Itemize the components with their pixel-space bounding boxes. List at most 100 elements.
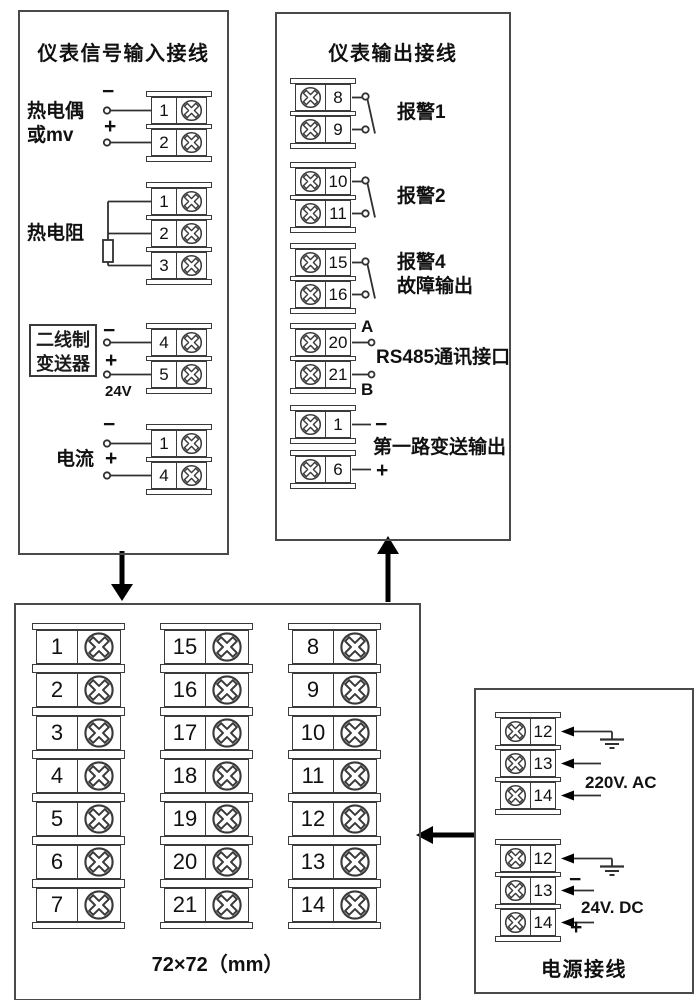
terminal-number: 5	[159, 364, 169, 384]
minus-sign: −	[102, 80, 115, 103]
terminal-separator	[146, 356, 212, 361]
terminal-cap	[495, 936, 561, 942]
terminal-cell: 11	[295, 200, 351, 227]
current-label: 电流	[56, 449, 95, 470]
transmitter-24v-note: 24V	[105, 383, 132, 400]
terminal-cell: 9	[295, 116, 351, 143]
terminal-cap	[290, 78, 356, 84]
rs485-b-label: B	[361, 380, 374, 399]
terminal-block-transmit-neg: 1	[290, 405, 356, 444]
terminal-number: 1	[159, 100, 169, 120]
alarm4-label-line1: 报警4	[397, 252, 446, 273]
terminal-number: 1	[159, 433, 169, 453]
size-caption: 72×72（mm）	[151, 954, 284, 976]
terminal-cell: 2	[36, 673, 121, 707]
terminal-separator	[160, 707, 253, 716]
minus-sign: −	[103, 319, 116, 342]
terminal-cap	[290, 405, 356, 411]
terminal-number: 13	[300, 849, 326, 874]
arrow-left-icon	[416, 826, 474, 844]
terminal-cap	[290, 308, 356, 314]
terminal-cell: 21	[295, 361, 351, 388]
terminal-number: 12	[300, 806, 326, 831]
terminal-number: 7	[50, 892, 64, 917]
signal-input-box: 仪表信号输入接线	[18, 10, 229, 555]
terminal-separator	[160, 664, 253, 673]
terminal-cell: 8	[292, 630, 377, 664]
screw-icon	[77, 717, 120, 749]
screw-icon	[176, 221, 206, 246]
transmitter-label-box: 二线制 变送器	[29, 324, 97, 377]
terminal-cap	[160, 922, 253, 929]
terminal-cell: 1	[36, 630, 121, 664]
terminal-number: 18	[172, 763, 198, 788]
terminal-cap	[290, 227, 356, 233]
screw-icon	[205, 717, 248, 749]
transmitter-label-line2: 变送器	[36, 354, 90, 374]
screw-icon	[77, 846, 120, 878]
terminal-cell: 10	[295, 168, 351, 195]
plus-sign: +	[104, 115, 117, 138]
terminal-cap	[32, 623, 125, 630]
terminal-cap	[290, 143, 356, 149]
screw-icon	[205, 846, 248, 878]
terminal-number: 13	[533, 880, 553, 900]
terminal-cell: 4	[151, 462, 207, 489]
terminal-number: 12	[533, 721, 553, 741]
terminal-number: 14	[533, 912, 553, 932]
rs485-label: RS485通讯接口	[376, 347, 511, 368]
terminal-separator	[288, 750, 381, 759]
terminal-separator	[160, 750, 253, 759]
terminal-cell: 2	[151, 129, 207, 156]
terminal-cell: 1	[151, 430, 207, 457]
terminal-cap	[146, 323, 212, 329]
terminal-separator	[146, 457, 212, 462]
terminal-cell: 4	[151, 329, 207, 356]
power-dc-label: 24V. DC	[581, 898, 644, 917]
screw-icon	[77, 674, 120, 706]
terminal-cap	[146, 182, 212, 188]
terminal-separator	[495, 872, 561, 877]
power-box-title: 电源接线	[541, 959, 627, 981]
terminal-number: 2	[159, 223, 169, 243]
terminal-cell: 16	[295, 281, 351, 308]
terminal-number: 1	[159, 191, 169, 211]
terminal-number: 19	[172, 806, 198, 831]
terminal-separator	[32, 750, 125, 759]
screw-icon	[296, 412, 326, 437]
screw-icon	[501, 783, 531, 808]
terminal-cap	[290, 162, 356, 168]
terminal-number: 10	[300, 720, 326, 745]
terminal-number: 4	[50, 763, 64, 788]
terminal-number: 11	[301, 763, 325, 788]
terminal-separator	[290, 356, 356, 361]
terminal-separator	[146, 124, 212, 129]
screw-icon	[296, 85, 326, 110]
screw-icon	[501, 751, 531, 776]
terminal-number: 15	[172, 634, 198, 659]
terminal-number: 2	[159, 132, 169, 152]
terminal-number: 8	[333, 87, 343, 107]
screw-icon	[205, 889, 248, 921]
terminal-separator	[160, 836, 253, 845]
plus-sign: +	[105, 349, 118, 372]
terminal-number: 12	[533, 848, 553, 868]
terminal-number: 1	[333, 414, 343, 434]
input-box-title: 仪表信号输入接线	[37, 43, 210, 65]
terminal-separator	[495, 777, 561, 782]
screw-icon	[176, 362, 206, 387]
terminal-separator	[288, 836, 381, 845]
screw-icon	[333, 674, 376, 706]
screw-icon	[176, 98, 206, 123]
terminal-cell: 19	[164, 802, 249, 836]
alarm2-label: 报警2	[397, 186, 446, 207]
terminal-separator	[290, 111, 356, 116]
terminal-separator	[290, 195, 356, 200]
rs485-a-label: A	[361, 317, 374, 336]
plus-sign: +	[570, 916, 583, 939]
